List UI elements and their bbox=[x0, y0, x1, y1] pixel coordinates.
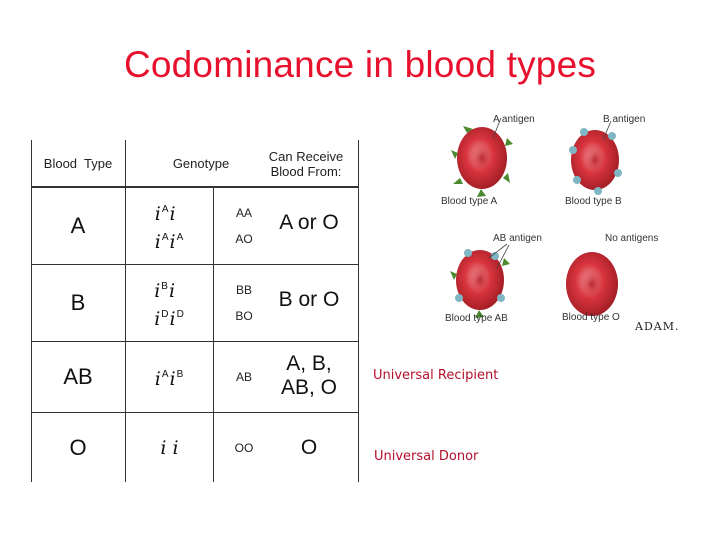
genotype-bb: BB bbox=[235, 283, 252, 297]
universal-donor-label: Universal Donor bbox=[374, 449, 479, 464]
table-row-divider bbox=[31, 264, 359, 265]
allele-notation-a: iAi iAiA bbox=[154, 203, 184, 253]
red-cell-type-ab bbox=[450, 243, 510, 318]
receive-a: A or O bbox=[279, 211, 339, 234]
receive-o: O bbox=[300, 435, 318, 459]
blood-cell-illustration bbox=[450, 117, 622, 318]
genotype-cell-b: BB BO bbox=[214, 265, 274, 341]
label-blood-type-a: Blood type A bbox=[441, 196, 498, 207]
genotype-bo: BO bbox=[235, 309, 253, 323]
slide-title: Codominance in blood types bbox=[123, 44, 597, 85]
blood-type-a: A bbox=[70, 213, 86, 238]
universal-recipient-label: Universal Recipient bbox=[373, 368, 499, 383]
table-divider-col-2 bbox=[213, 188, 214, 482]
label-no-antigens: No antigens bbox=[605, 233, 659, 244]
table-border-right bbox=[358, 140, 359, 482]
genotype-cell-ab: AB bbox=[214, 342, 274, 412]
label-blood-type-b: Blood type B bbox=[565, 196, 622, 207]
blood-type-b: B bbox=[70, 290, 86, 315]
genotype-ab: AB bbox=[235, 370, 252, 384]
receive-b: B or O bbox=[278, 288, 340, 311]
table-row-divider bbox=[31, 341, 359, 342]
allele-notation-ab: iAiB bbox=[154, 368, 184, 390]
genotype-cell-o: OO bbox=[214, 413, 274, 482]
allele-notation-b: iBi iDiD bbox=[154, 280, 184, 330]
blood-type-table: Blood Type Genotype Can Receive Blood Fr… bbox=[31, 140, 359, 482]
blood-type-o: O bbox=[69, 434, 87, 460]
genotype-ao: AO bbox=[235, 232, 253, 246]
header-genotype: Genotype bbox=[172, 155, 230, 171]
genotype-cell-a: AA AO bbox=[214, 188, 274, 264]
label-b-antigen: B antigen bbox=[603, 114, 646, 125]
receive-ab: A, B, AB, O bbox=[280, 352, 338, 399]
header-blood-type: Blood Type bbox=[43, 155, 113, 171]
red-cell-type-a bbox=[451, 117, 513, 197]
genotype-oo: OO bbox=[234, 440, 254, 455]
table-border-left bbox=[31, 140, 32, 482]
table-row-divider bbox=[31, 412, 359, 413]
blood-cell-figure: A antigen B antigen Blood type A Blood t… bbox=[437, 108, 699, 342]
header-can-receive: Can Receive Blood From: bbox=[268, 149, 344, 179]
red-cell-type-b bbox=[569, 120, 622, 195]
label-a-antigen: A antigen bbox=[493, 114, 535, 125]
table-divider-col-1 bbox=[125, 140, 126, 482]
table-header-underline bbox=[31, 186, 359, 188]
label-blood-type-ab: Blood type AB bbox=[445, 313, 508, 324]
label-ab-antigen: AB antigen bbox=[493, 233, 542, 244]
label-blood-type-o: Blood type O bbox=[562, 312, 620, 323]
genotype-aa: AA bbox=[235, 206, 252, 220]
blood-type-ab: AB bbox=[63, 364, 93, 389]
allele-notation-o: i i bbox=[160, 436, 179, 459]
adam-logo: ADAM. bbox=[635, 320, 680, 333]
red-cell-type-o bbox=[566, 252, 618, 316]
